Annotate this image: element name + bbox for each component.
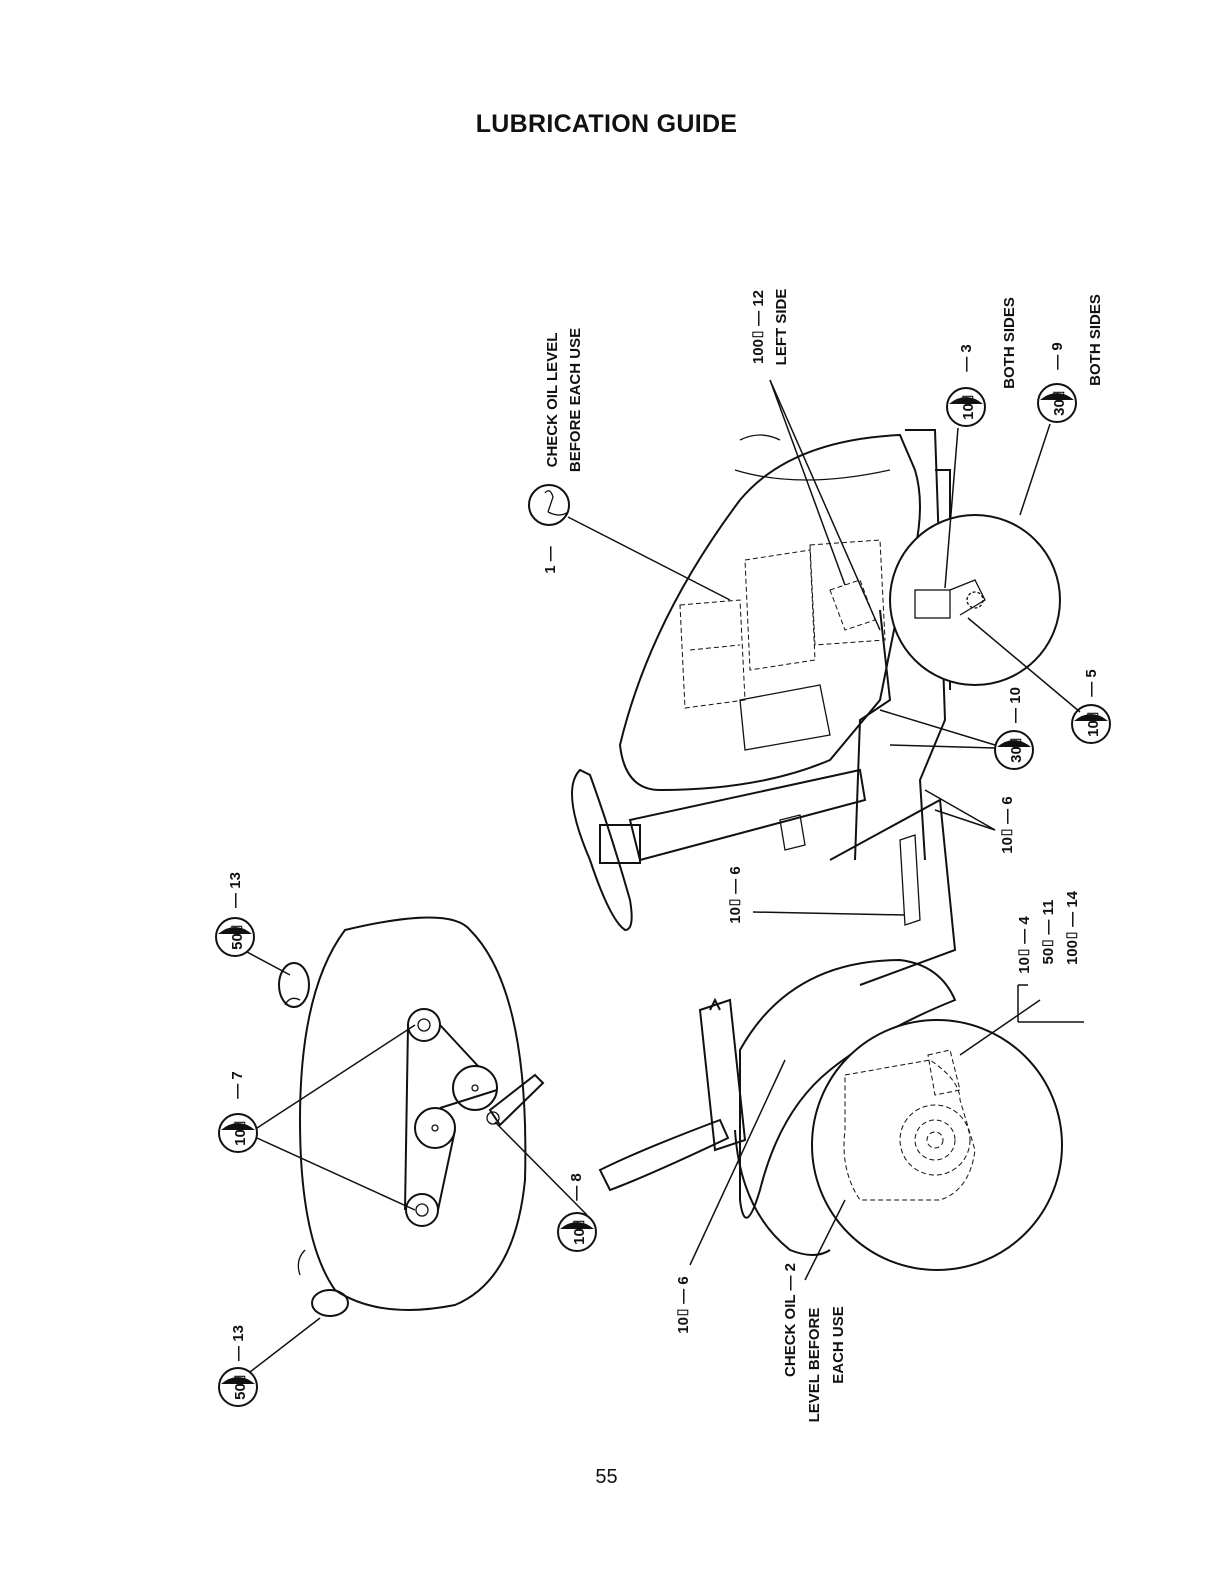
svg-text:10⌷: 10⌷ — [571, 1219, 588, 1245]
mower-deck — [279, 918, 543, 1317]
callout-8: — 8 — [568, 1173, 585, 1201]
grease-badge-8: 10⌷ — [558, 1213, 596, 1251]
transmission-inset — [812, 1020, 1062, 1270]
callout-1: 1 — — [542, 546, 559, 574]
callout-4: 10⌷ — 4 — [1016, 916, 1033, 974]
svg-text:50⌷: 50⌷ — [229, 924, 246, 950]
callout-11: 50⌷ — 11 — [1040, 900, 1057, 965]
svg-text:10⌷: 10⌷ — [960, 394, 977, 420]
callout-2-line3: EACH USE — [830, 1306, 847, 1384]
callout-9-note: BOTH SIDES — [1087, 294, 1104, 386]
grease-badge-9: 30⌷ — [1038, 384, 1076, 422]
callout-2-line1: CHECK OIL — 2 — [782, 1263, 799, 1377]
callout-2-line2: LEVEL BEFORE — [806, 1308, 823, 1423]
svg-text:10⌷: 10⌷ — [232, 1120, 249, 1146]
oil-can-icon — [529, 485, 569, 525]
callout-6-pedal: 10⌷ — 6 — [727, 866, 744, 923]
callout-3: — 3 — [958, 344, 975, 372]
callout-12: 100⌷ — 12 — [750, 290, 767, 364]
page-number: 55 — [0, 1466, 1213, 1489]
callout-12-note: LEFT SIDE — [773, 289, 790, 366]
callout-7: — 7 — [229, 1071, 246, 1099]
callout-6-fender: 10⌷ — 6 — [675, 1276, 692, 1333]
callout-1-note-line2: BEFORE EACH USE — [567, 328, 584, 472]
grease-badge-13b: 50⌷ — [219, 1368, 257, 1406]
grease-badge-13a: 50⌷ — [216, 918, 254, 956]
front-axle-inset — [890, 515, 1060, 685]
callout-6-steering: 10⌷ — 6 — [999, 796, 1016, 853]
svg-text:30⌷: 30⌷ — [1051, 390, 1068, 416]
callout-1-note-line1: CHECK OIL LEVEL — [544, 333, 561, 468]
callout-9: — 9 — [1049, 342, 1066, 370]
svg-text:50⌷: 50⌷ — [232, 1374, 249, 1400]
callout-13a: — 13 — [227, 872, 244, 908]
callout-13b: — 13 — [230, 1325, 247, 1361]
callout-3-note: BOTH SIDES — [1001, 297, 1018, 389]
callout-14: 100⌷ — 14 — [1064, 890, 1081, 965]
grease-badge-10: 30⌷ — [995, 731, 1033, 769]
svg-text:10⌷: 10⌷ — [1085, 711, 1102, 737]
callout-10: — 10 — [1007, 687, 1024, 723]
grease-badge-7: 10⌷ — [219, 1114, 257, 1152]
grease-badge-3: 10⌷ — [947, 388, 985, 426]
svg-text:30⌷: 30⌷ — [1008, 737, 1025, 763]
callout-5: — 5 — [1083, 669, 1100, 697]
